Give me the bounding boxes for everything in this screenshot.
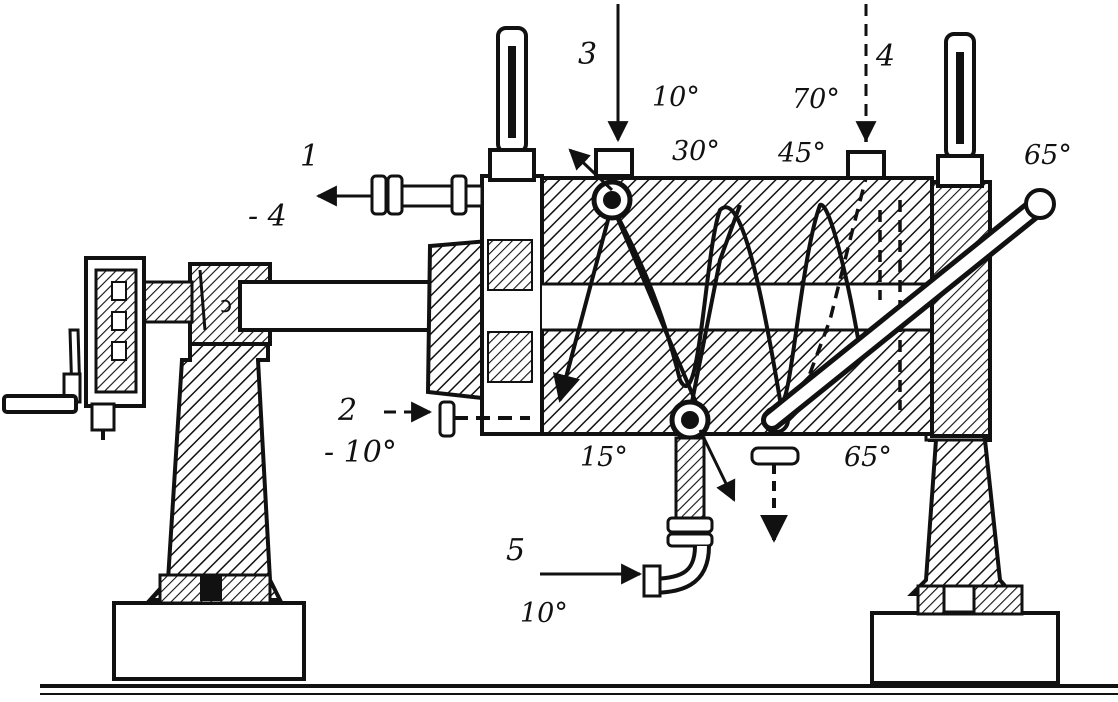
left-foundation-block bbox=[112, 601, 306, 681]
label-70: 70° bbox=[792, 84, 840, 115]
screw-spindle bbox=[138, 280, 194, 324]
label-4: 4 bbox=[875, 39, 895, 74]
label-30: 30° bbox=[672, 136, 720, 167]
solid-flow-path bbox=[552, 202, 862, 413]
label-1: 1 bbox=[300, 139, 319, 174]
inlet-nozzle-3 bbox=[591, 148, 634, 221]
label-65-bottom: 65° bbox=[844, 442, 892, 473]
diagonal-tie-rod bbox=[761, 188, 1056, 431]
ground-line bbox=[40, 684, 1118, 695]
left-stand bbox=[145, 338, 284, 605]
bottom-inlet-pipe-5 bbox=[642, 399, 714, 598]
label-minus-4: - 4 bbox=[248, 199, 287, 234]
left-head-plate bbox=[425, 174, 544, 436]
label-2: 2 bbox=[337, 393, 357, 428]
label-10-top: 10° bbox=[652, 82, 700, 113]
label-10-bottom: 10° bbox=[520, 598, 568, 629]
handwheel bbox=[84, 256, 146, 440]
thermometer-left bbox=[488, 26, 536, 182]
label-3: 3 bbox=[578, 37, 597, 72]
label-45: 45° bbox=[777, 138, 826, 169]
label-65-top: 65° bbox=[1024, 140, 1072, 171]
thermometer-right bbox=[936, 32, 984, 188]
crank-handle[interactable] bbox=[2, 328, 82, 414]
flow-arrows bbox=[315, 4, 877, 585]
inlet-pipe-2 bbox=[438, 400, 530, 438]
label-15: 15° bbox=[580, 442, 628, 473]
inlet-nozzle-4 bbox=[846, 150, 886, 180]
diagram-labels: 1 - 4 2 - 10° 3 4 10° 70° 30° 45° 65° 15… bbox=[248, 37, 1072, 629]
right-foundation-block bbox=[870, 611, 1060, 685]
label-5: 5 bbox=[506, 533, 525, 568]
label-minus-10: - 10° bbox=[324, 435, 397, 470]
right-head-plate bbox=[930, 180, 992, 438]
svg-text:ɔ: ɔ bbox=[220, 293, 232, 318]
outlet-pipe-1 bbox=[370, 174, 484, 216]
